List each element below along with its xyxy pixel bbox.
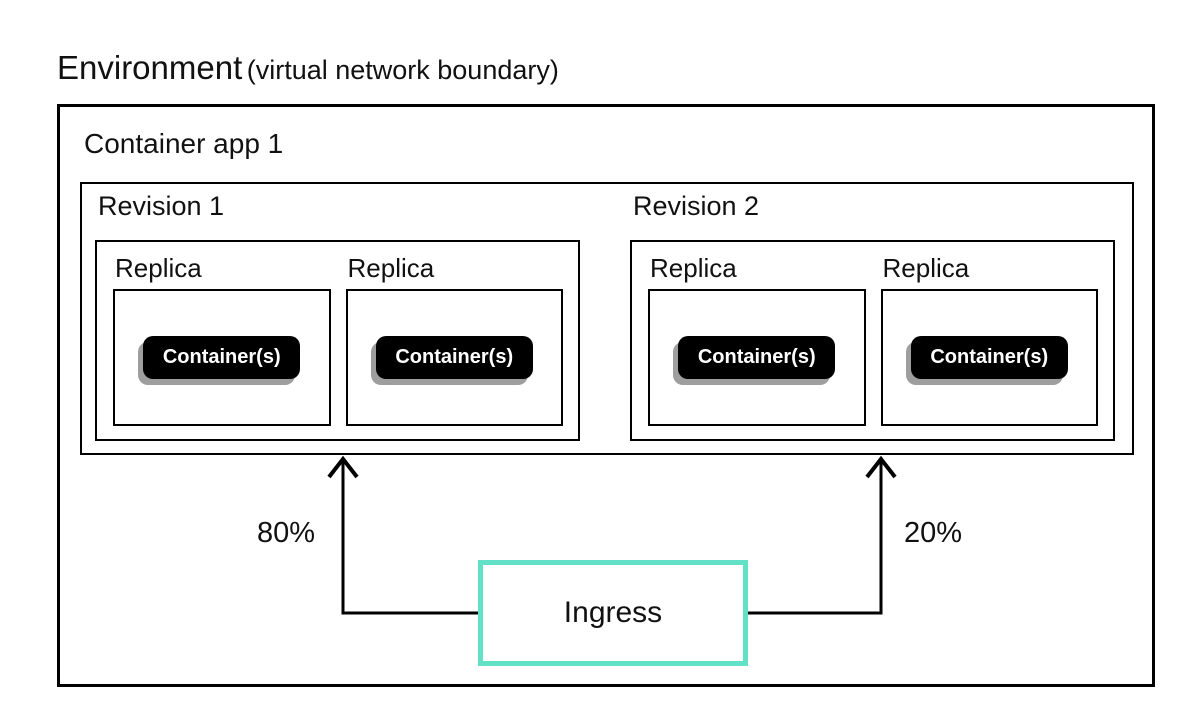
revision-2-label: Revision 2 — [633, 191, 760, 221]
replica-box: Container(s) — [113, 289, 331, 426]
traffic-percent-revision-1: 80% — [256, 517, 315, 549]
replica-box: Container(s) — [648, 289, 866, 426]
page-title: Environment (virtual network boundary) — [57, 46, 559, 97]
replica-group: Replica Container(s) — [880, 253, 1098, 426]
environment-title: Environment — [57, 49, 243, 86]
ingress-label: Ingress — [563, 596, 663, 629]
replica-label: Replica — [347, 253, 435, 283]
containers-badge: Container(s) — [678, 336, 836, 379]
ingress-box: Ingress — [478, 560, 748, 666]
replica-label: Replica — [650, 253, 737, 283]
replica-group: Replica Container(s) — [648, 253, 866, 426]
replica-group: Replica Container(s) — [345, 253, 563, 426]
traffic-percent-revision-2: 20% — [904, 517, 963, 549]
replica-box: Container(s) — [345, 289, 563, 426]
containers-badge: Container(s) — [143, 336, 301, 379]
container-app-label: Container app 1 — [84, 128, 284, 159]
replica-label: Replica — [882, 253, 970, 283]
revision-1-box: Replica Container(s) Replica Container(s… — [95, 240, 580, 441]
containers-badge: Container(s) — [375, 336, 533, 379]
replica-group: Replica Container(s) — [113, 253, 331, 426]
replica-box: Container(s) — [880, 289, 1098, 426]
environment-title-suffix: (virtual network boundary) — [246, 55, 559, 85]
revision-2-box: Replica Container(s) Replica Container(s… — [630, 240, 1115, 441]
replica-label: Replica — [115, 253, 202, 283]
containers-badge: Container(s) — [910, 336, 1068, 379]
revision-1-label: Revision 1 — [98, 191, 225, 221]
